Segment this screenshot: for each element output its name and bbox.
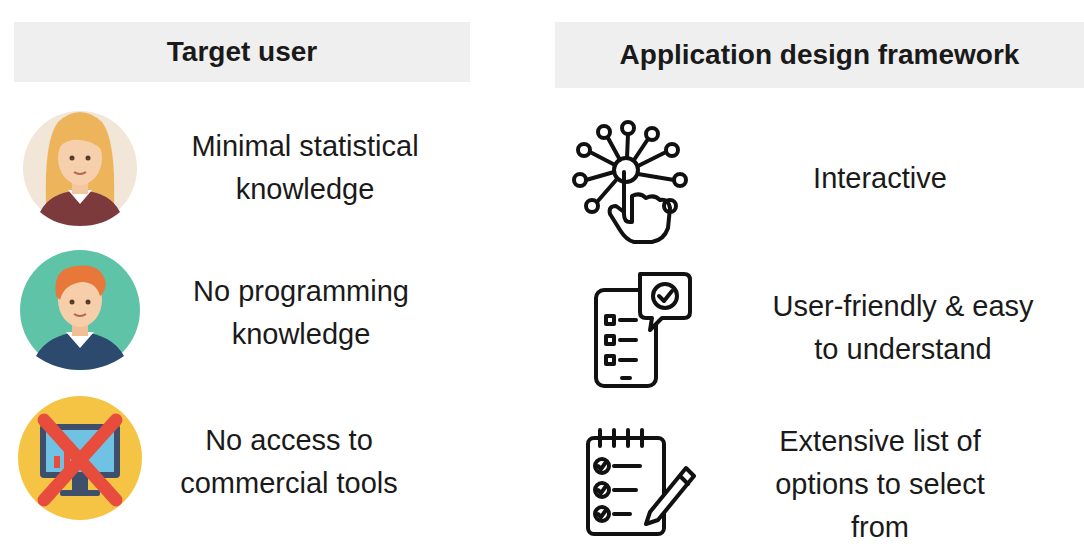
item-label: Extensive list of options to select from: [743, 420, 1018, 549]
user-friendly-icon: [596, 274, 690, 386]
no-tools-icon: [18, 396, 142, 520]
interactive-icon: [574, 122, 686, 242]
woman-avatar: [23, 111, 137, 226]
checklist-icon: [588, 430, 694, 534]
header-band: Application design framework: [555, 22, 1084, 88]
item-label: Interactive: [750, 157, 1010, 200]
man-avatar: [20, 250, 140, 370]
item-label: Minimal statistical knowledge: [155, 125, 455, 211]
header-band: Target user: [14, 22, 470, 82]
item-label: User-friendly & easy to understand: [761, 285, 1046, 371]
item-label: No programming knowledge: [161, 270, 441, 356]
item-label: No access to commercial tools: [144, 419, 434, 505]
header-text: Target user: [167, 36, 317, 68]
header-text: Application design framework: [620, 39, 1020, 71]
